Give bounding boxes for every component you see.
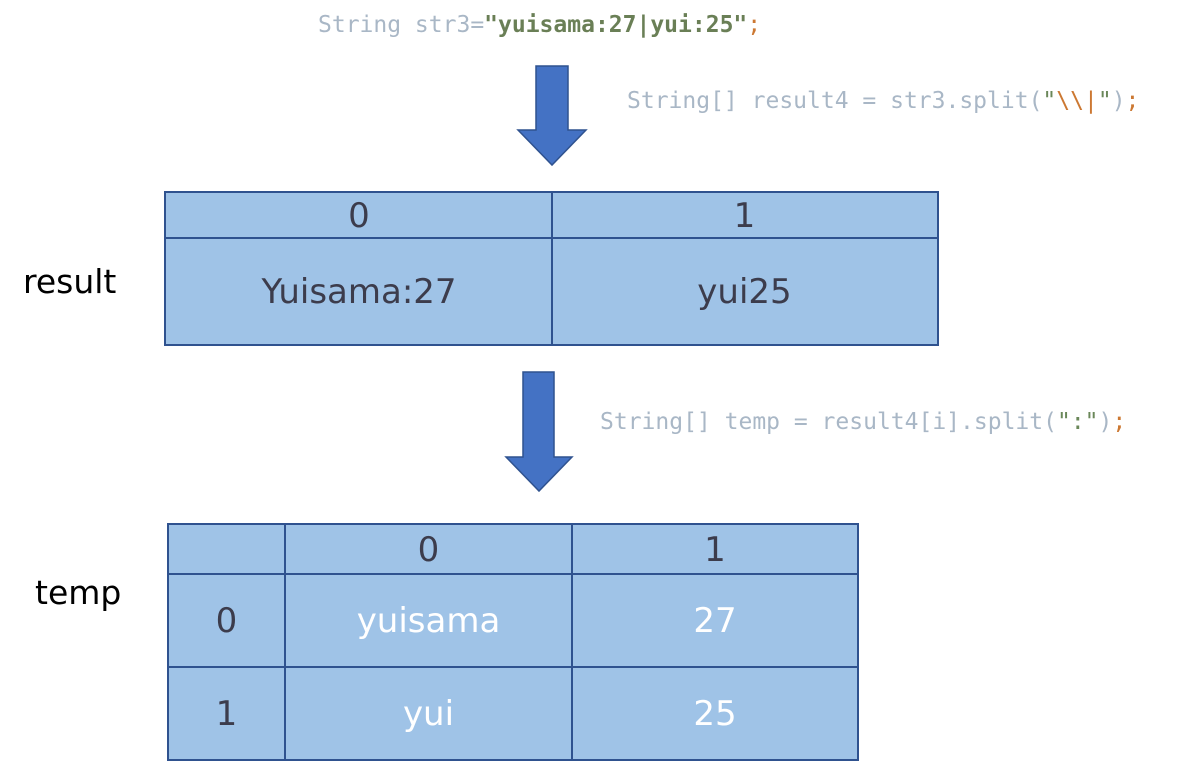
temp-column-divider-2	[571, 525, 573, 759]
code-line-split-colon-string: ":"	[1056, 409, 1099, 435]
result-value-1: yui25	[697, 271, 792, 312]
temp-column-divider-1	[284, 525, 286, 759]
result-array-table: 0 1 Yuisama:27 yui25	[164, 191, 939, 346]
code-line-split-pipe-open-quote: "	[1042, 88, 1057, 114]
code-line-split-pipe-escape: \\|	[1056, 88, 1098, 114]
temp-header-divider	[169, 573, 857, 575]
temp-cell-0-0: yuisama	[356, 600, 501, 641]
temp-col-header-0: 0	[417, 529, 440, 570]
result-column-divider	[551, 193, 553, 344]
code-line-str3-string: "yuisama:27|yui:25"	[484, 12, 748, 38]
temp-cell-1-0: yui	[402, 693, 455, 734]
temp-row-divider	[169, 666, 857, 668]
temp-row-index-0: 0	[215, 600, 238, 641]
code-line-split-pipe-semicolon: ;	[1125, 88, 1140, 114]
temp-col-header-1: 1	[704, 529, 726, 570]
code-line-split-colon-semicolon: ;	[1112, 409, 1127, 435]
temp-cell-1-1: 25	[693, 693, 737, 734]
code-line-str3: String str3="yuisama:27|yui:25";	[318, 12, 761, 38]
code-line-split-pipe-prefix: String[] result4 = str3.split(	[627, 88, 1043, 114]
result-array-label: result	[23, 262, 117, 301]
result-header-1: 1	[733, 195, 756, 236]
result-header-0: 0	[348, 195, 370, 236]
code-line-split-pipe-suffix: )	[1111, 88, 1126, 114]
code-line-split-pipe-close-quote: "	[1097, 88, 1112, 114]
code-line-str3-semicolon: ;	[747, 12, 762, 38]
temp-cell-0-1: 27	[693, 600, 737, 641]
temp-array-label: temp	[35, 573, 122, 612]
code-line-str3-prefix: String str3=	[318, 12, 485, 38]
code-line-split-colon: String[] temp = result4[i].split(":");	[600, 409, 1126, 435]
temp-row-index-1: 1	[215, 693, 238, 734]
down-arrow-icon	[504, 371, 574, 493]
code-line-split-colon-suffix: )	[1098, 409, 1113, 435]
result-value-0: Yuisama:27	[261, 271, 457, 312]
code-line-split-pipe: String[] result4 = str3.split("\\|");	[627, 88, 1139, 114]
code-line-split-colon-prefix: String[] temp = result4[i].split(	[600, 409, 1057, 435]
down-arrow-icon	[516, 65, 588, 167]
temp-array-table: 0 1 0 yuisama 27 1 yui 25	[167, 523, 859, 761]
